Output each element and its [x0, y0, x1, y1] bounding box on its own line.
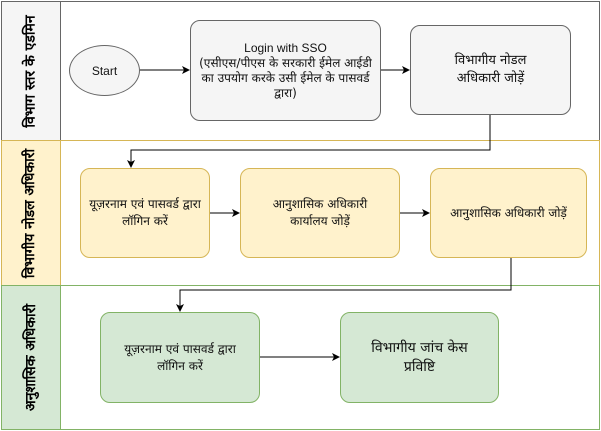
add-disciplinary-officer-node: आनुशासिक अधिकारी जोड़ें	[430, 168, 587, 258]
add-nodal-officer-label: विभागीय नोडल अधिकारी जोड़ें	[454, 53, 527, 86]
lane-header-officer: अनुशासिक अधिकारी	[1, 285, 61, 430]
officer-login-label: यूज़रनाम एवं पासवर्ड द्वारा लॉगिन करें	[124, 341, 236, 373]
add-disciplinary-office-node: आनुशासिक अधिकारी कार्यालय जोड़ें	[240, 168, 400, 258]
add-nodal-officer-node: विभागीय नोडल अधिकारी जोड़ें	[410, 25, 571, 115]
add-disciplinary-office-label: आनुशासिक अधिकारी कार्यालय जोड़ें	[272, 197, 368, 228]
lane-title-officer: अनुशासिक अधिकारी	[22, 304, 39, 411]
lane-title-nodal: विभागीय नोडल अधिकारी	[22, 148, 39, 278]
lane-header-admin: विभाग स्तर के एडमिन	[1, 1, 61, 141]
login-sso-title: Login with SSO	[244, 40, 327, 55]
nodal-login-node: यूज़रनाम एवं पासवर्ड द्वारा लॉगिन करें	[80, 168, 210, 258]
lane-title-admin: विभाग स्तर के एडमिन	[22, 14, 39, 128]
login-sso-desc: (एसीएस/पीएस के सरकारी ईमेल आईडी का उपयोग…	[199, 55, 372, 100]
case-entry-node: विभागीय जांच केस प्रविष्टि	[340, 312, 499, 403]
start-label: Start	[91, 63, 118, 78]
nodal-login-label: यूज़रनाम एवं पासवर्ड द्वारा लॉगिन करें	[89, 197, 201, 228]
case-entry-label: विभागीय जांच केस प्रविष्टि	[371, 339, 468, 375]
add-disciplinary-officer-label: आनुशासिक अधिकारी जोड़ें	[450, 205, 567, 220]
login-sso-node: Login with SSO (एसीएस/पीएस के सरकारी ईमे…	[190, 20, 381, 121]
officer-login-node: यूज़रनाम एवं पासवर्ड द्वारा लॉगिन करें	[100, 312, 260, 403]
start-node: Start	[69, 45, 140, 96]
lane-header-nodal: विभागीय नोडल अधिकारी	[1, 140, 61, 286]
